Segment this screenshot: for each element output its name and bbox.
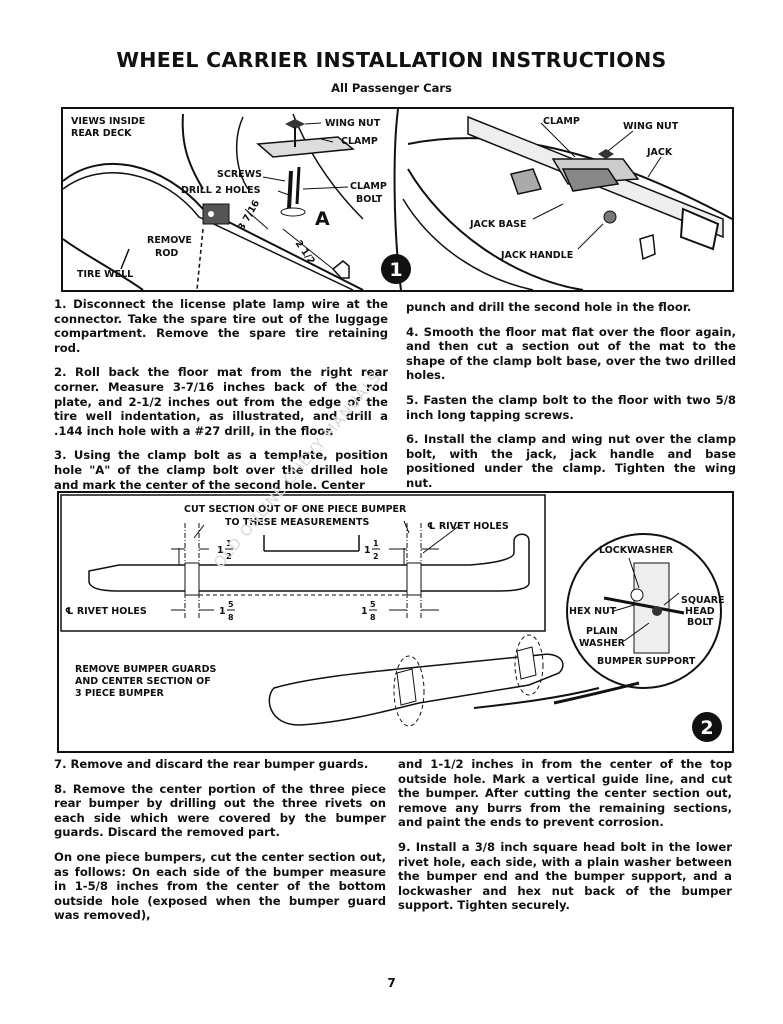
fig2-cut-section-2: TO THESE MEASUREMENTS <box>225 517 369 528</box>
step-7: 7. Remove and discard the rear bumper gu… <box>54 757 369 771</box>
fig1-number: 1 <box>389 259 402 281</box>
fig2-bumper-support-label: BUMPER SUPPORT <box>597 656 696 667</box>
step-1: 1. Disconnect the license plate lamp wir… <box>54 297 388 355</box>
fig2-dim-top-left: 1 1 2 <box>217 539 233 561</box>
fig1-drill-label: DRILL 2 HOLES <box>181 185 261 196</box>
fig2-plain-label: PLAIN <box>586 626 618 637</box>
svg-text:5: 5 <box>370 600 376 609</box>
fig1-dim-a: 3 7/16 <box>236 198 262 233</box>
svg-text:1: 1 <box>219 606 226 617</box>
svg-text:2: 2 <box>373 552 379 561</box>
fig1-jack-base-label: JACK BASE <box>469 219 526 230</box>
steps-top-right: punch and drill the second hole in the f… <box>406 300 736 501</box>
steps-top-left: 1. Disconnect the license plate lamp wir… <box>54 297 388 502</box>
step-9: 9. Install a 3/8 inch square head bolt i… <box>398 839 732 913</box>
svg-text:1: 1 <box>217 545 224 556</box>
fig1-jack-handle-label: JACK HANDLE <box>500 250 573 261</box>
fig1-hole-a-label: A <box>315 208 330 230</box>
svg-text:5: 5 <box>228 600 234 609</box>
figure-1-illustration: VIEWS INSIDE REAR DECK WING NUT CLAMP SC… <box>62 108 733 291</box>
svg-text:8: 8 <box>228 613 234 622</box>
fig2-cut-section-1: CUT SECTION OUT OF ONE PIECE BUMPER <box>184 504 407 515</box>
step-3-cont: punch and drill the second hole in the f… <box>406 300 692 314</box>
fig1-views-label: VIEWS INSIDE <box>71 116 145 127</box>
step-5: 5. Fasten the clamp bolt to the floor wi… <box>406 392 736 422</box>
figure-2-illustration: CUT SECTION OUT OF ONE PIECE BUMPER TO T… <box>60 494 725 742</box>
fig1-remove-label: REMOVE <box>147 235 192 246</box>
svg-text:2: 2 <box>226 552 232 561</box>
fig2-dim-bottom-left: 1 5 8 <box>219 600 235 622</box>
fig1-wing-nut-label: WING NUT <box>325 118 381 129</box>
fig1-clamp-bolt-label-1: CLAMP <box>350 181 387 192</box>
svg-text:1: 1 <box>361 606 368 617</box>
fig2-square-label: SQUARE <box>681 595 725 606</box>
svg-text:1: 1 <box>373 539 379 548</box>
fig2-remove-guards-3: 3 PIECE BUMPER <box>75 688 165 699</box>
svg-text:8: 8 <box>370 613 376 622</box>
fig1-rear-deck-label: REAR DECK <box>71 128 132 139</box>
fig2-head-label: HEAD <box>685 606 715 617</box>
page-subtitle: All Passenger Cars <box>331 81 452 95</box>
fig1-jack-label: JACK <box>646 147 673 158</box>
fig1-rod-label: ROD <box>155 248 178 259</box>
fig2-remove-guards-2: AND CENTER SECTION OF <box>75 676 211 687</box>
fig2-rivet-holes-right: ℄ RIVET HOLES <box>427 521 509 532</box>
fig1-clamp-right-label: CLAMP <box>543 116 580 127</box>
fig2-remove-guards-1: REMOVE BUMPER GUARDS <box>75 664 216 675</box>
page-number: 7 <box>387 976 396 990</box>
fig1-clamp-label: CLAMP <box>341 136 378 147</box>
fig1-clamp-bolt-label-2: BOLT <box>356 194 383 205</box>
fig2-rivet-holes-left: ℄ RIVET HOLES <box>65 606 147 617</box>
figure-2: CUT SECTION OUT OF ONE PIECE BUMPER TO T… <box>57 491 734 753</box>
fig2-bolt-label: BOLT <box>687 617 714 628</box>
fig2-number-badge <box>692 712 722 742</box>
fig2-dim-bottom-right: 1 5 8 <box>361 600 377 622</box>
fig1-screws-label: SCREWS <box>217 169 262 180</box>
fig2-washer-label: WASHER <box>579 638 626 649</box>
steps-bottom-left: 7. Remove and discard the rear bumper gu… <box>54 757 386 933</box>
step-3: 3. Using the clamp bolt as a template, p… <box>54 448 388 492</box>
step-2: 2. Roll back the floor mat from the righ… <box>54 365 388 438</box>
svg-text:1: 1 <box>364 545 371 556</box>
fig2-dim-top-right: 1 1 2 <box>364 539 380 561</box>
step-4: 4. Smooth the floor mat flat over the fl… <box>406 324 736 383</box>
fig1-wing-nut-right-label: WING NUT <box>623 121 679 132</box>
page-title: WHEEL CARRIER INSTALLATION INSTRUCTIONS <box>116 48 667 72</box>
fig2-hex-nut-label: HEX NUT <box>569 606 617 617</box>
fig2-number: 2 <box>700 717 713 739</box>
steps-bottom-right: and 1-1/2 inches in from the center of t… <box>398 757 732 923</box>
step-6: 6. Install the clamp and wing nut over t… <box>406 432 736 490</box>
step-8-cont: and 1-1/2 inches in from the center of t… <box>398 757 732 830</box>
figure-1: VIEWS INSIDE REAR DECK WING NUT CLAMP SC… <box>61 107 734 292</box>
fig1-number-badge <box>381 254 411 284</box>
step-8: 8. Remove the center portion of the thre… <box>54 781 386 840</box>
svg-text:1: 1 <box>226 539 232 548</box>
step-8-one-piece: On one piece bumpers, cut the center sec… <box>54 849 386 923</box>
fig2-lockwasher-label: LOCKWASHER <box>599 545 674 556</box>
fig1-tire-well-label: TIRE WELL <box>77 269 133 280</box>
